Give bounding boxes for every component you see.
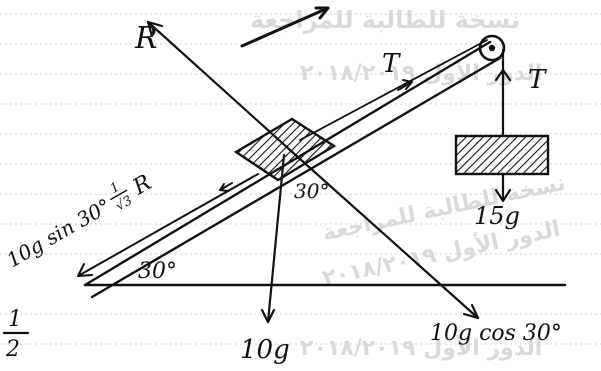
motion-direction-arrow xyxy=(240,6,330,48)
label-half-den: 2 xyxy=(5,337,20,362)
string-incline xyxy=(299,39,488,141)
label-weight: 10g xyxy=(240,335,290,365)
hanging-mass xyxy=(454,134,550,176)
incline-block xyxy=(233,117,337,182)
label-parallel-prefix: 10g sin 30° xyxy=(3,194,115,273)
tension-arrow-vertical xyxy=(494,68,512,84)
label-incline-angle: 30° xyxy=(138,259,177,284)
label-hanging-mass: 15g xyxy=(474,202,520,230)
label-normal-component: 10g cos 30° xyxy=(430,321,562,346)
watermark-line-2: الدور الأول ٢٠١٨/٢٠١٩ xyxy=(300,58,542,86)
parallel-small-arrow xyxy=(219,182,233,192)
normal-component-arrowhead xyxy=(462,303,480,320)
watermark-line-5: الدور الأول ٢٠١٨/٢٠١٩ xyxy=(300,333,542,361)
label-weight-angle: 30° xyxy=(294,179,329,203)
label-parallel-suffix: R xyxy=(128,170,156,200)
label-tension-incline: T xyxy=(382,49,401,79)
half-fraction: 1 2 xyxy=(2,307,30,362)
label-half-num: 1 xyxy=(8,307,22,332)
normal-component-line xyxy=(288,148,480,320)
pulley xyxy=(478,34,506,62)
watermark-line-1: نسخة للطالبة للمراجعة xyxy=(250,6,520,34)
hanging-weight-arrow xyxy=(494,172,512,203)
weight-arrowhead xyxy=(260,308,276,324)
weight-line xyxy=(266,153,286,324)
label-sin-den: √3 xyxy=(113,193,135,214)
tension-arrow-incline xyxy=(397,79,413,91)
reaction-arrowhead xyxy=(146,20,164,38)
reaction-line xyxy=(146,20,292,152)
parallel-component-label: 10g sin 30° 1 √3 R xyxy=(3,170,156,273)
label-reaction: R xyxy=(134,21,158,56)
label-tension-vertical: T xyxy=(528,65,547,95)
